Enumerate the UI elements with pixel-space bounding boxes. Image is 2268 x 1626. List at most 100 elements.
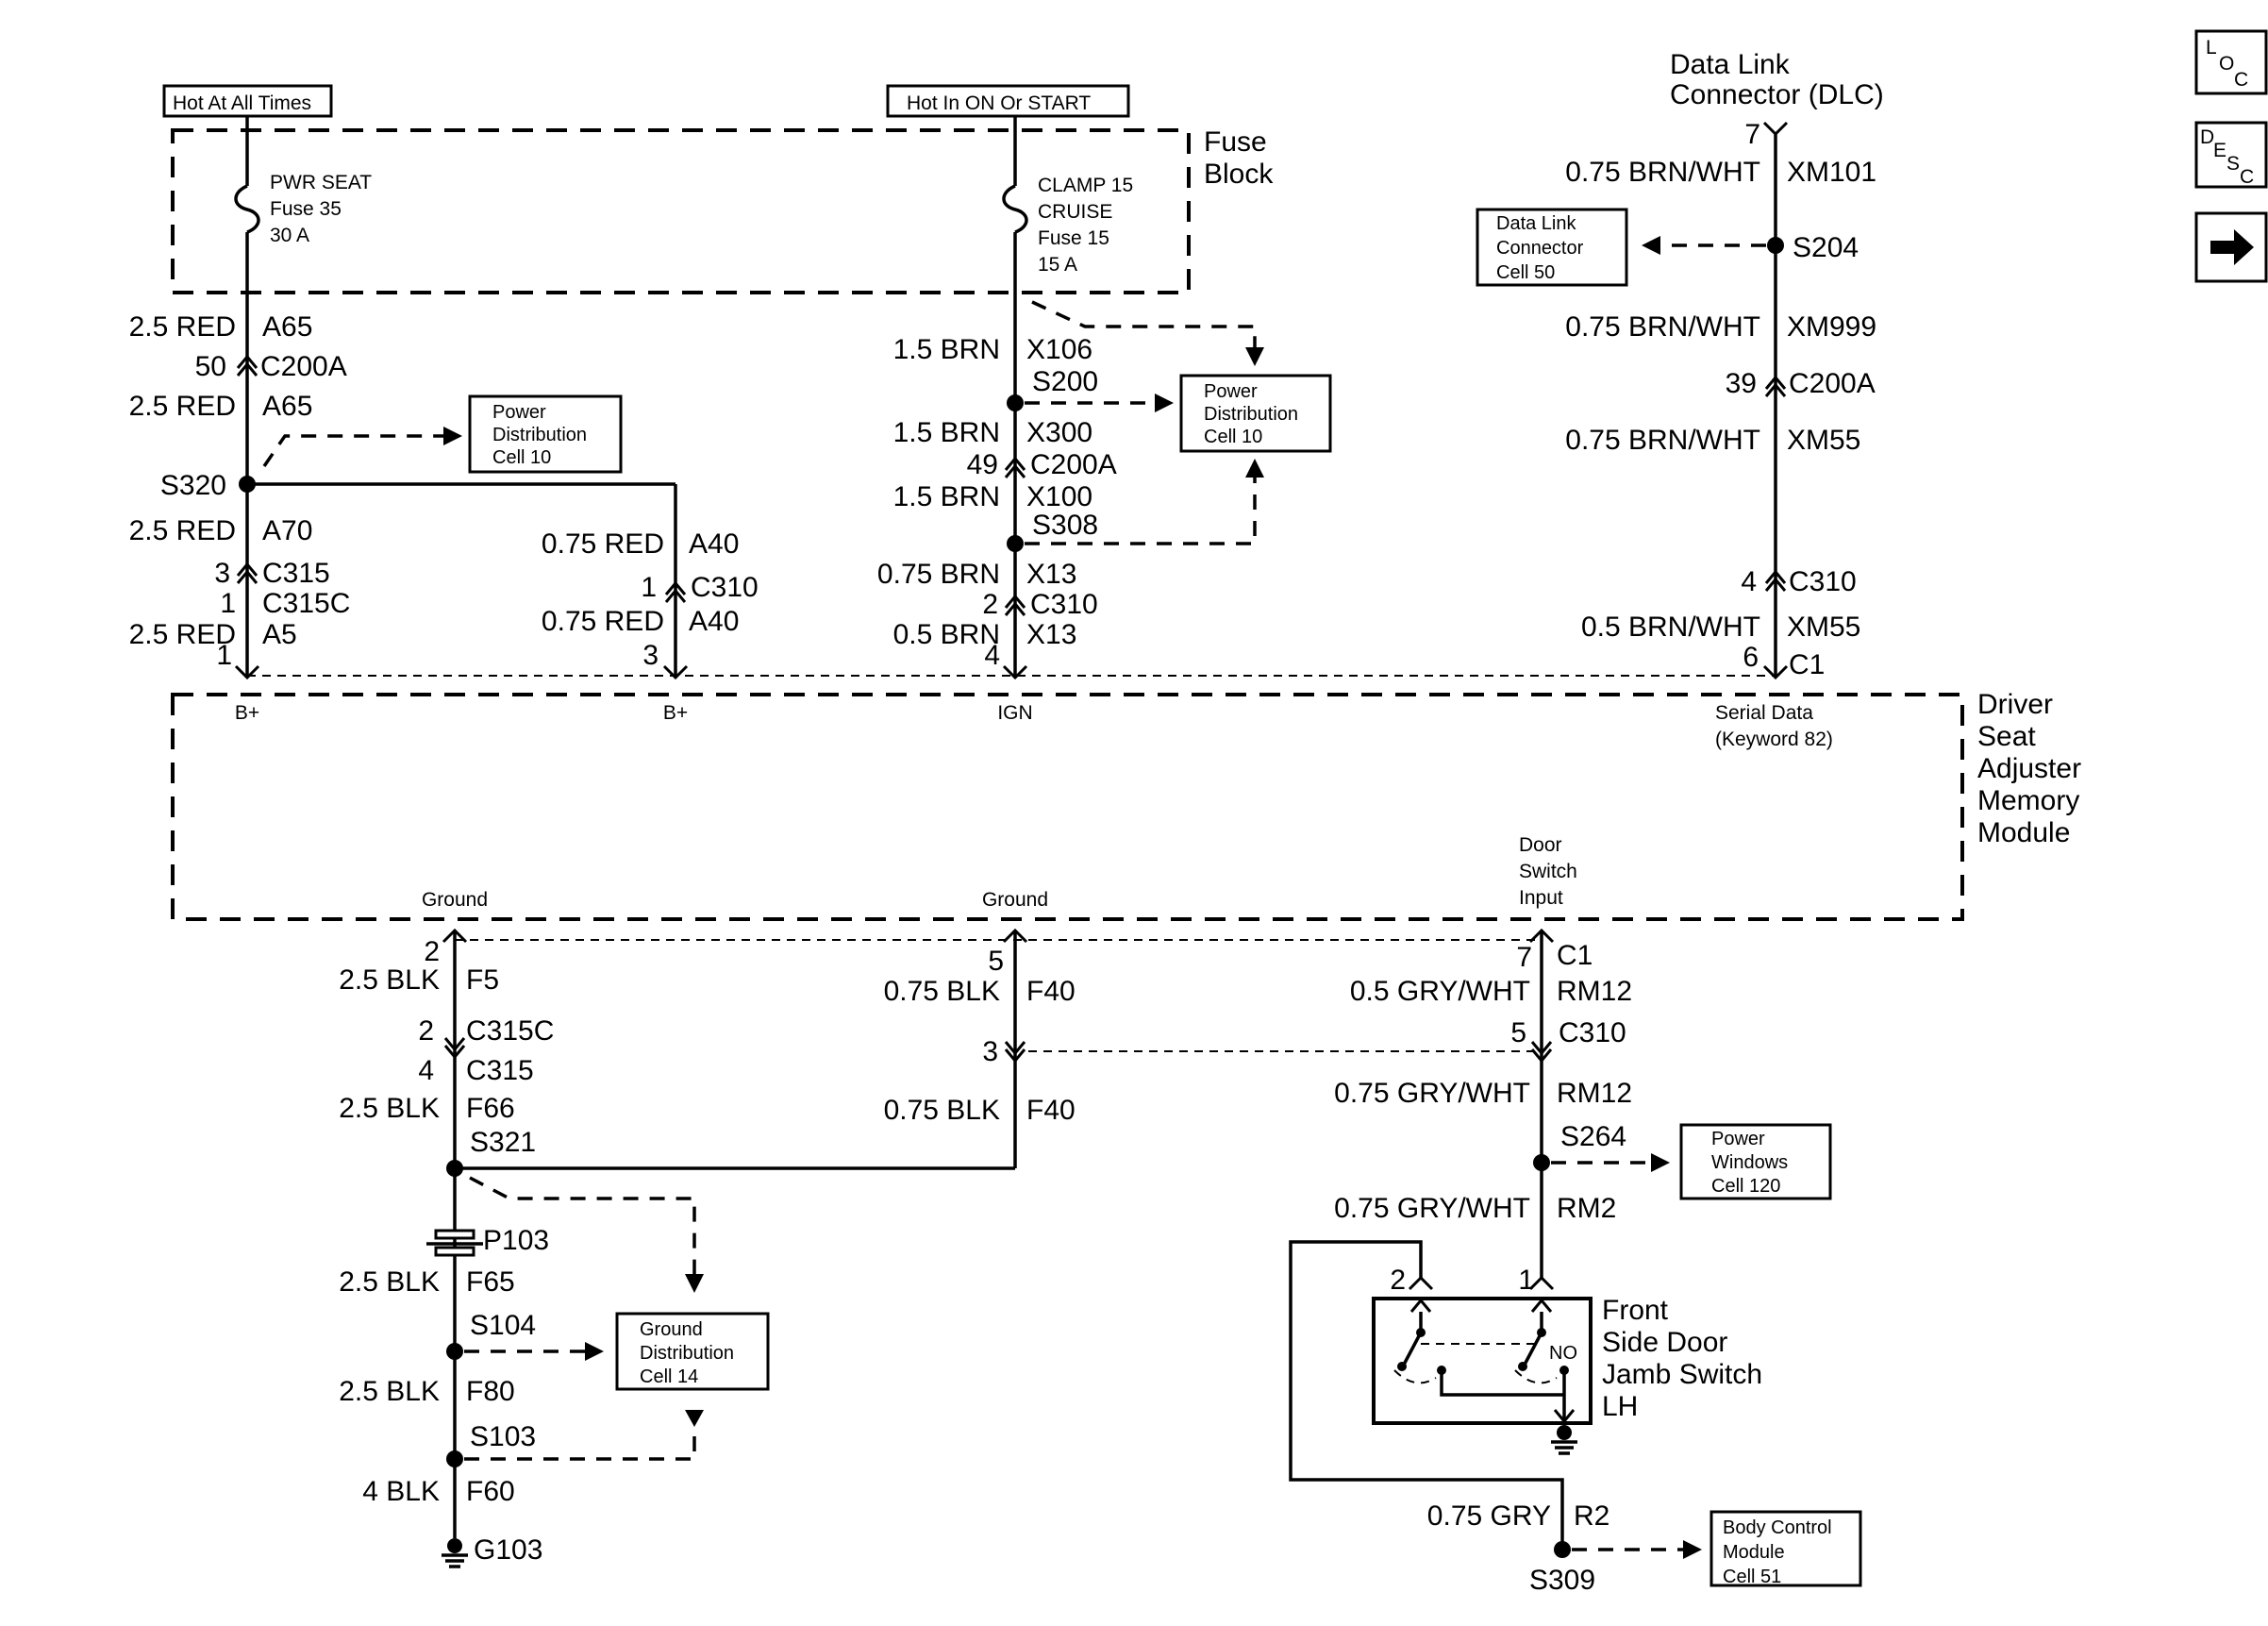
ref-text: Power — [1204, 381, 1258, 402]
ref-text: Cell 51 — [1723, 1567, 1781, 1587]
wire-label: 0.75 GRY/WHT — [1334, 1193, 1530, 1224]
splice-label: S321 — [470, 1127, 536, 1158]
module-name: Memory — [1977, 785, 2079, 816]
fuse15-amps: 15 A — [1038, 254, 1077, 276]
pin-label: 4 — [1741, 566, 1757, 597]
wire-label: 1.5 BRN — [893, 334, 1000, 365]
body-control-module-ref[interactable] — [1709, 1510, 1862, 1587]
driver-seat-module-outline — [171, 693, 1964, 921]
next-button[interactable] — [2194, 211, 2268, 283]
jamb-switch-box — [1372, 1297, 1593, 1425]
wire-label: 4 BLK — [362, 1476, 440, 1507]
wire-label: 1.5 BRN — [893, 417, 1000, 448]
ref-text: Cell 50 — [1496, 262, 1555, 283]
wire-label: 0.75 BRN/WHT — [1565, 425, 1760, 456]
circuit-label: A70 — [262, 515, 312, 546]
pin-label: 1 — [216, 640, 232, 671]
pin-label: 49 — [967, 449, 998, 480]
module-name: Seat — [1977, 721, 2036, 752]
module-name: Adjuster — [1977, 753, 2081, 784]
pin-label: 50 — [195, 351, 226, 382]
dlc-title: Data Link — [1670, 49, 1791, 80]
ref-text: Connector — [1496, 238, 1584, 259]
terminal-label: Switch — [1519, 861, 1577, 882]
wire-label: 0.75 GRY/WHT — [1334, 1078, 1530, 1109]
circuit-label: R2 — [1574, 1500, 1609, 1532]
connector-label: C200A — [1789, 368, 1876, 399]
pin-label: 1 — [641, 572, 657, 603]
terminal-label: Ground — [422, 889, 488, 911]
circuit-label: XM55 — [1787, 425, 1860, 456]
connector-c200a-symbol — [236, 354, 258, 377]
fuse35-num: Fuse 35 — [270, 198, 342, 220]
circuit-label: F80 — [466, 1376, 515, 1407]
circuit-label: F40 — [1026, 976, 1076, 1007]
dlc-title-2: Connector (DLC) — [1670, 79, 1884, 110]
hot-at-all-times-label: Hot At All Times — [173, 92, 311, 114]
circuit-label: F60 — [466, 1476, 515, 1507]
pin-label: 3 — [982, 1036, 998, 1067]
circuit-label: X13 — [1026, 559, 1076, 590]
hot-in-on-label: Hot In ON Or START — [907, 92, 1091, 114]
terminal-label: B+ — [663, 702, 688, 724]
power-distribution-ref-1[interactable] — [468, 394, 623, 474]
circuit-label: A65 — [262, 391, 312, 422]
splice-label: S264 — [1560, 1121, 1626, 1152]
wire-label: 2.5 BLK — [339, 1266, 440, 1298]
arrow-right-icon — [2210, 229, 2254, 265]
hot-in-on-box — [886, 84, 1130, 118]
wire-label: 0.5 BRN/WHT — [1581, 612, 1760, 643]
circuit-label: A5 — [262, 619, 297, 650]
module-name: Module — [1977, 817, 2070, 848]
connector-label: C1 — [1557, 940, 1593, 971]
pin-label: 3 — [642, 640, 659, 671]
ground-g103-icon — [442, 1538, 468, 1568]
loc-button[interactable]: L O C — [2194, 29, 2268, 95]
circuit-label: F65 — [466, 1266, 515, 1298]
ground-label: G103 — [474, 1534, 542, 1566]
connector-label: C310 — [691, 572, 759, 603]
wire-label: 1.5 BRN — [893, 481, 1000, 512]
pin-arrow — [234, 664, 260, 680]
circuit-label: RM2 — [1557, 1193, 1616, 1224]
wire-label: 2.5 BLK — [339, 1093, 440, 1124]
connector-label: C1 — [1789, 649, 1825, 680]
switch-name: Side Door — [1602, 1327, 1727, 1358]
ref-text: Distribution — [1204, 404, 1298, 425]
fuse35-amps: 30 A — [270, 225, 309, 246]
circuit-label: XM999 — [1787, 311, 1876, 343]
pin-label: 7 — [1744, 119, 1760, 150]
splice-s104 — [446, 1343, 463, 1360]
ref-text: Cell 10 — [492, 447, 551, 468]
splice-s200 — [1007, 394, 1024, 411]
power-windows-ref[interactable] — [1679, 1123, 1832, 1200]
terminal-label: IGN — [997, 702, 1032, 724]
splice-label: S204 — [1793, 232, 1859, 263]
circuit-label: F66 — [466, 1093, 515, 1124]
loc-o: O — [2219, 53, 2234, 75]
wire-label: 2.5 BLK — [339, 1376, 440, 1407]
connector-c315-symbol — [236, 562, 258, 584]
connector-label: C200A — [260, 351, 347, 382]
pin-label: 5 — [988, 946, 1004, 977]
power-distribution-ref-2[interactable] — [1179, 374, 1332, 453]
circuit-label: F5 — [466, 964, 499, 996]
circuit-label: A65 — [262, 311, 312, 343]
pin-label: 2 — [982, 589, 998, 620]
desc-button[interactable]: D E S C — [2194, 121, 2268, 189]
fuse-block-label-2: Block — [1204, 159, 1274, 190]
ground-distribution-ref[interactable] — [615, 1312, 770, 1391]
splice-label: S103 — [470, 1421, 536, 1452]
connector-label: C310 — [1789, 566, 1857, 597]
pin-label: 2 — [1390, 1265, 1406, 1296]
splice-label: S309 — [1529, 1565, 1595, 1596]
splice-s308 — [1007, 535, 1024, 552]
dlc-ref[interactable] — [1476, 208, 1628, 287]
pin-label: 1 — [220, 588, 236, 619]
circuit-label: X13 — [1026, 619, 1076, 650]
circuit-label: A40 — [689, 528, 739, 560]
circuit-label: XM55 — [1787, 612, 1860, 643]
fuse-15-symbol — [1002, 184, 1028, 234]
circuit-label: X100 — [1026, 481, 1092, 512]
